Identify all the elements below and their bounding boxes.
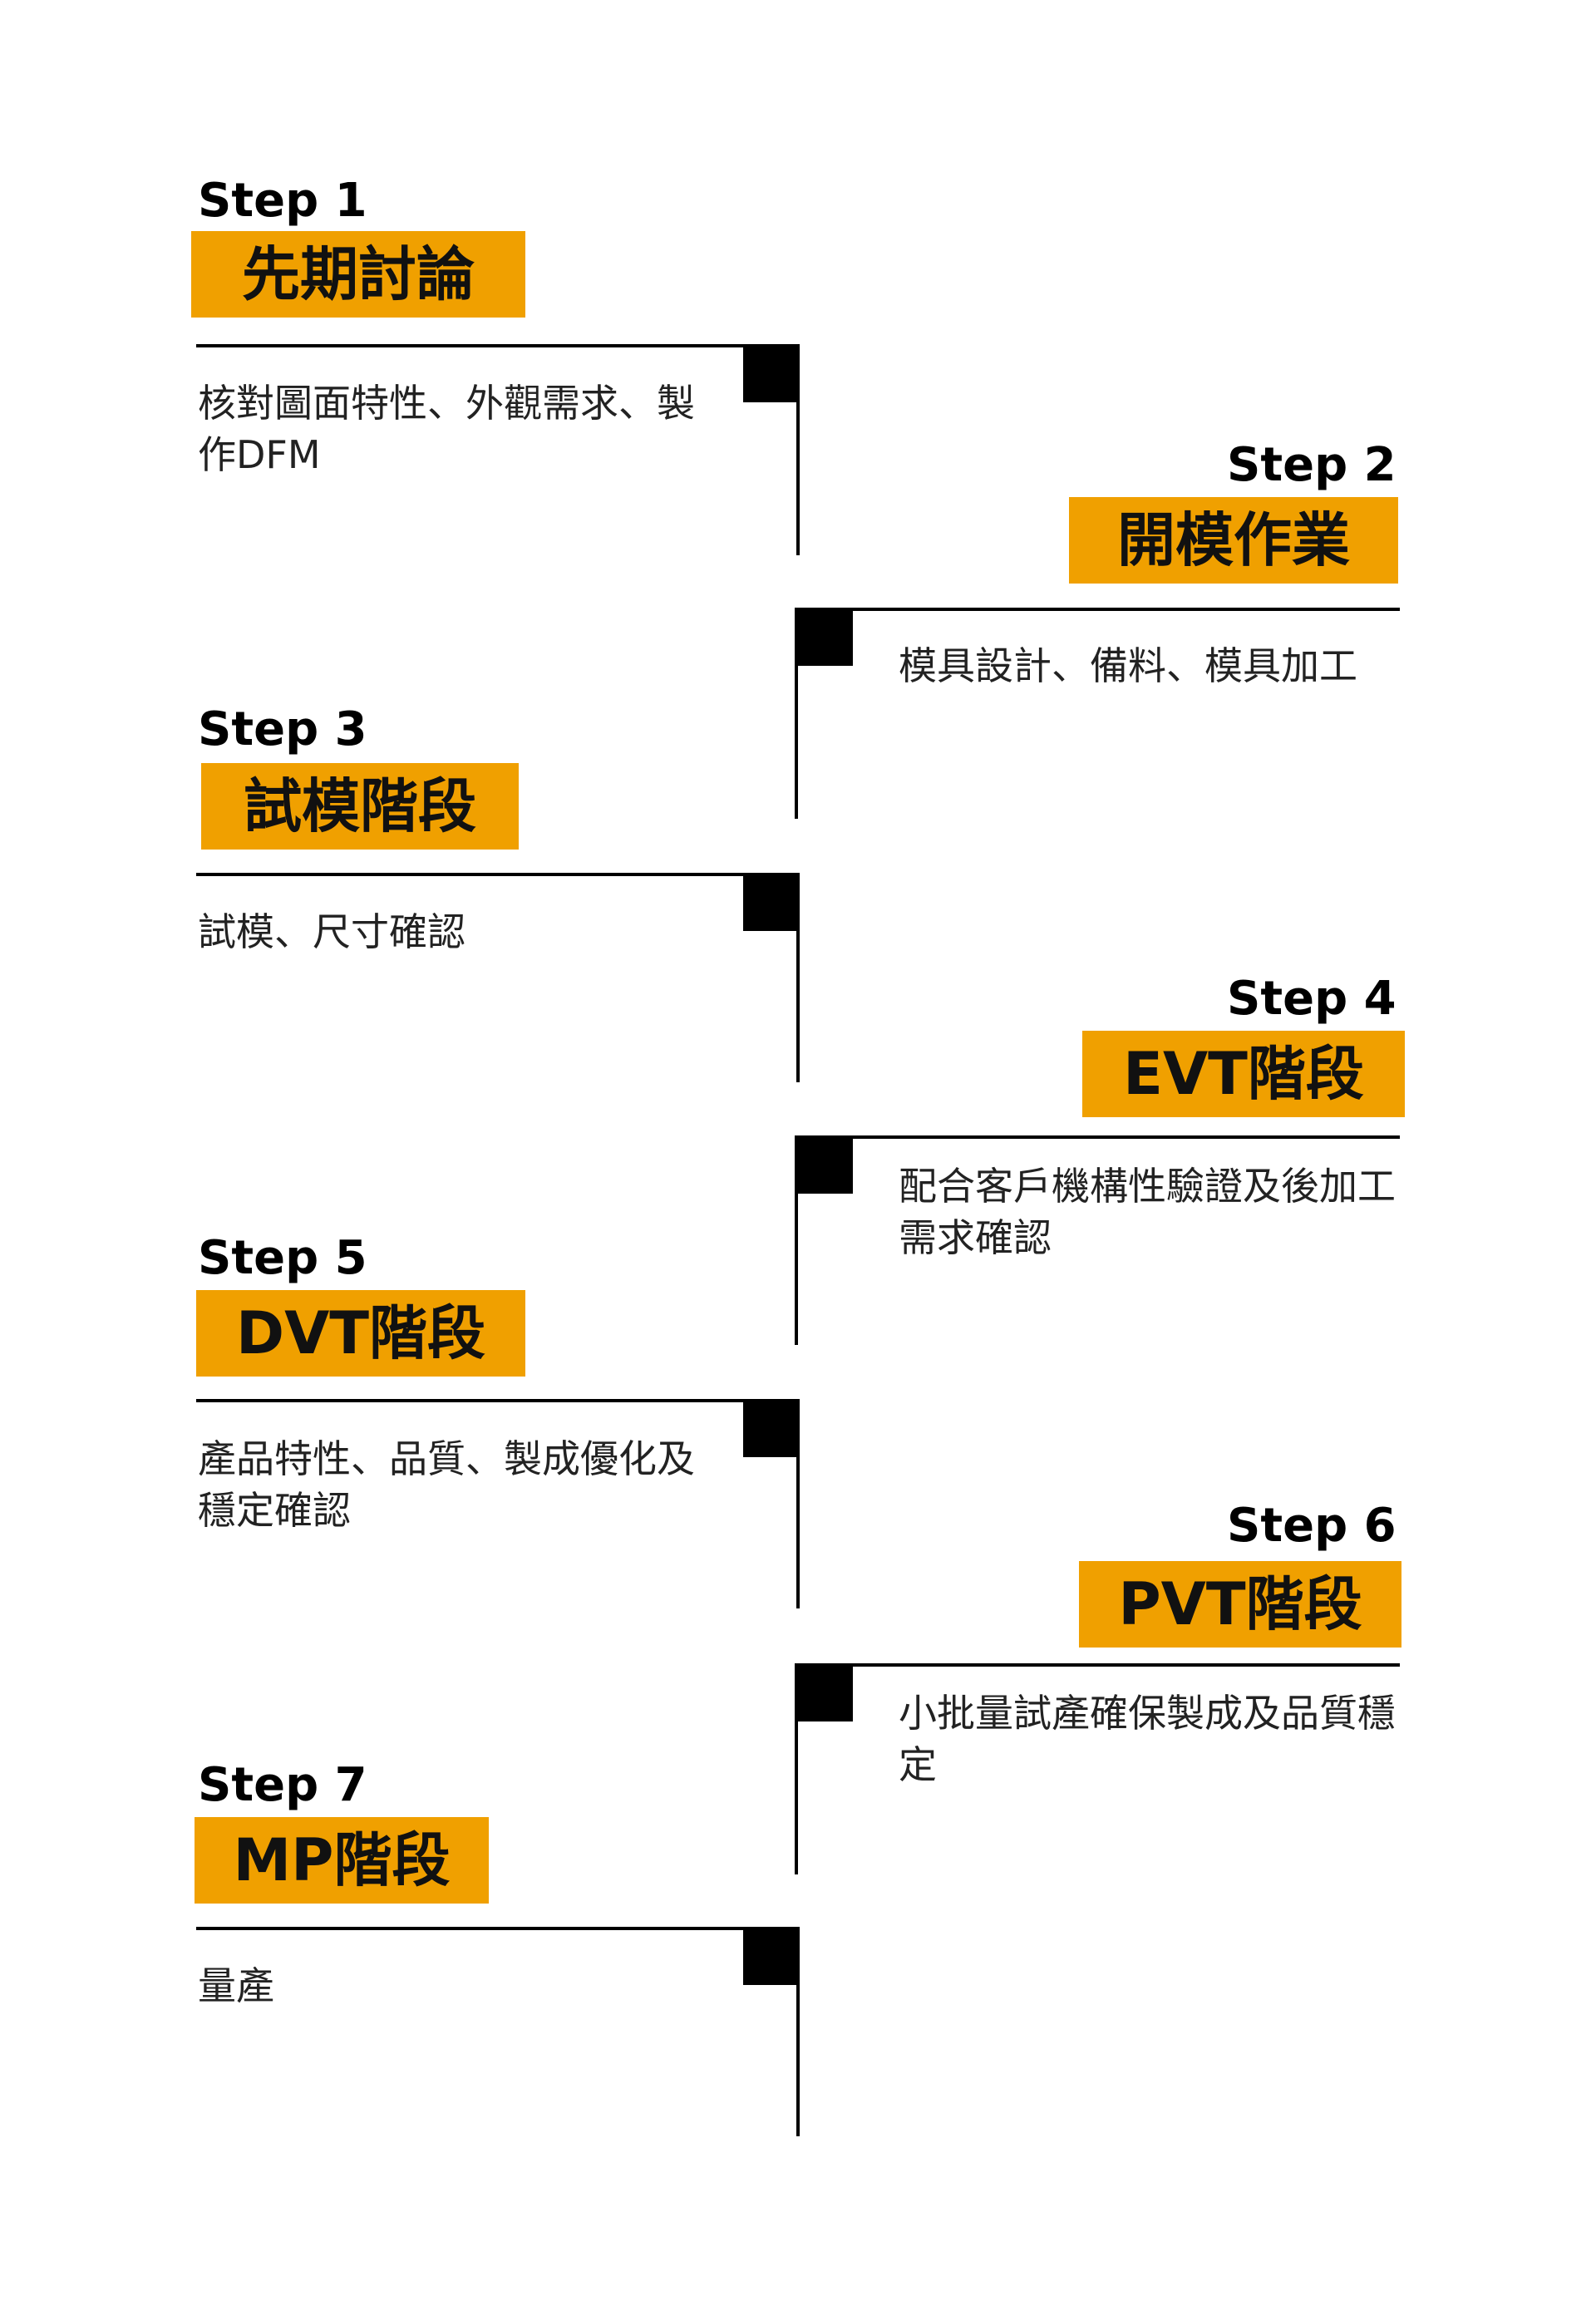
step-1-connector [796,344,800,555]
step-3-marker [743,874,800,931]
step-6-top-line [795,1663,1400,1667]
step-1-description: 核對圖面特性、外觀需求、製作DFM [198,381,695,477]
step-2-marker [796,609,853,666]
step-7-label: Step 7 [198,1758,367,1812]
step-5-label: Step 5 [198,1231,367,1285]
step-6-connector [795,1663,798,1874]
step-5-title: DVT階段 [235,1299,486,1367]
step-1-label: Step 1 [198,174,367,228]
step-4-title: EVT階段 [1123,1040,1364,1108]
step-6-title: PVT階段 [1118,1570,1362,1638]
step-4-title-box: EVT階段 [1082,1031,1405,1117]
step-2-title: 開模作業 [1117,506,1350,574]
step-1-top-line [196,344,800,347]
step-6-label: Step 6 [1227,1499,1396,1553]
step-3-top-line [196,873,800,876]
step-7-title: MP階段 [233,1826,451,1894]
step-6-description: 小批量試產確保製成及品質穩定 [899,1691,1396,1787]
step-4-marker [796,1137,853,1194]
step-3-title-box: 試模階段 [201,763,519,850]
step-3-title: 試模階段 [244,772,476,840]
step-4-top-line [795,1135,1400,1139]
step-1-marker [743,346,800,402]
step-2-connector [795,608,798,819]
step-6-marker [796,1665,853,1721]
step-5-title-box: DVT階段 [196,1290,525,1377]
step-6-title-box: PVT階段 [1079,1561,1401,1648]
step-5-connector [796,1399,800,1608]
step-7-marker [743,1928,800,1985]
step-4-connector [795,1135,798,1345]
step-7-description: 量產 [198,1963,274,2008]
step-3-connector [796,873,800,1082]
step-7-top-line [196,1927,800,1930]
step-4-description: 配合客戶機構性驗證及後加工需求確認 [899,1164,1396,1260]
step-2-description: 模具設計、備料、模具加工 [899,643,1357,688]
step-5-marker [743,1401,800,1457]
step-5-description: 產品特性、品質、製成優化及穩定確認 [198,1436,695,1533]
step-4-label: Step 4 [1227,972,1396,1026]
step-7-connector [796,1927,800,2136]
step-1-title-box: 先期討論 [191,231,525,318]
step-1-title: 先期討論 [242,240,475,308]
step-2-title-box: 開模作業 [1069,497,1398,584]
step-3-description: 試模、尺寸確認 [198,909,466,954]
step-3-label: Step 3 [198,702,367,756]
step-5-top-line [196,1399,800,1402]
step-2-top-line [795,608,1400,611]
step-7-title-box: MP階段 [195,1817,489,1904]
step-2-label: Step 2 [1227,438,1396,492]
